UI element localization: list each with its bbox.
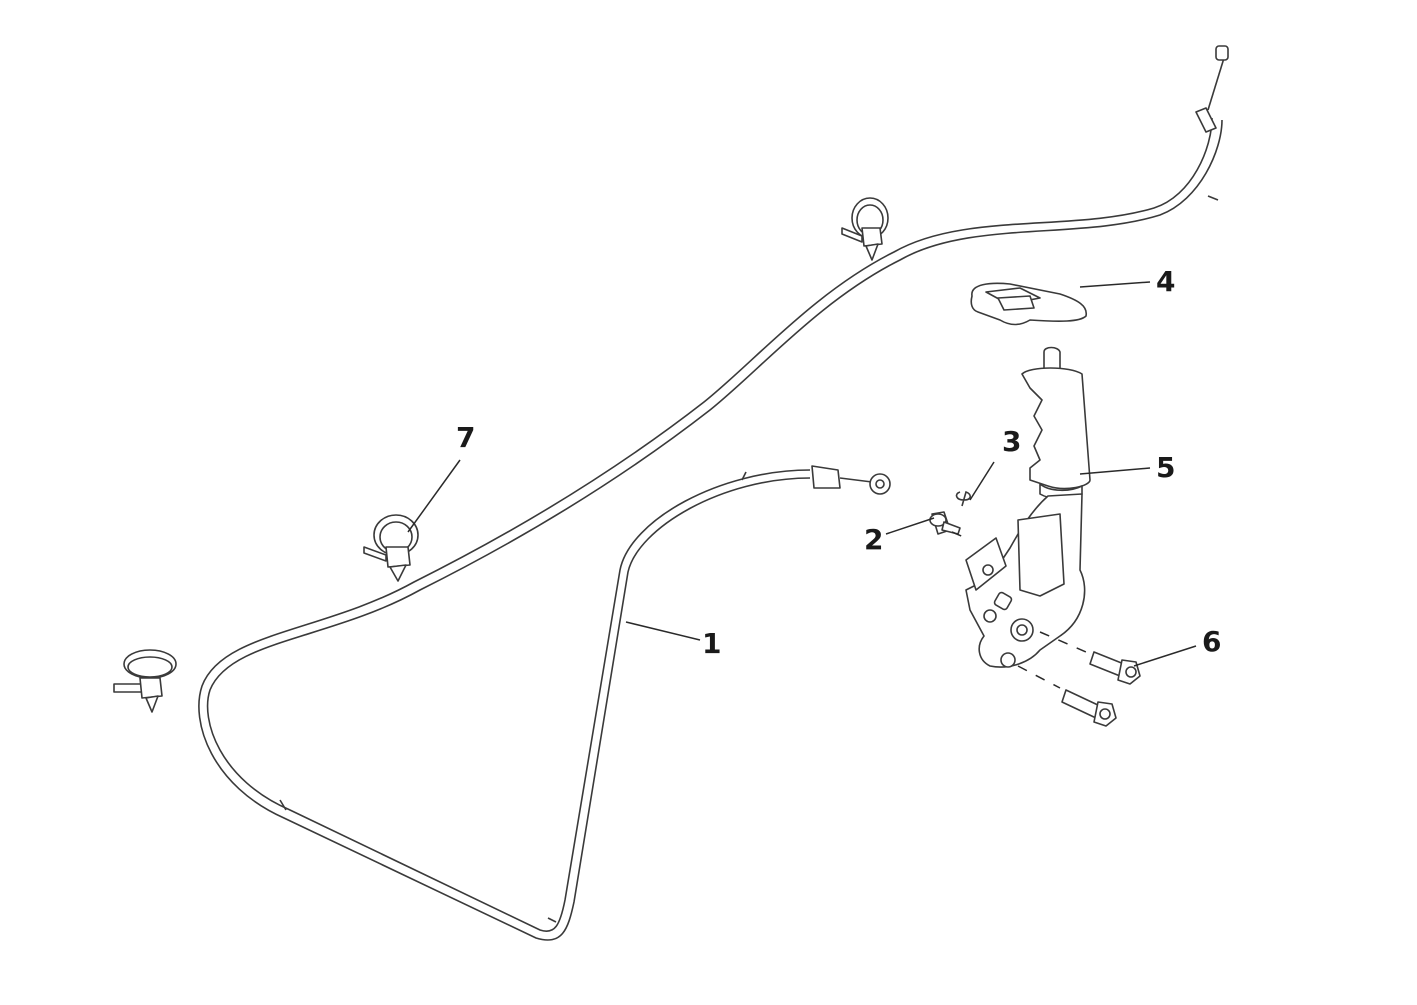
callout-6: 6 (1202, 625, 1222, 658)
leader-line-2 (885, 517, 935, 535)
cable-marker (279, 799, 287, 811)
bolt (1061, 689, 1117, 727)
lever-handle (1021, 346, 1091, 500)
leader-line-5 (1079, 467, 1151, 475)
callout-3: 3 (1002, 425, 1022, 458)
leader-line-1 (625, 621, 701, 641)
callout-2: 2 (864, 523, 884, 556)
pedal-pad (970, 282, 1087, 326)
cable-end-nipple (1215, 45, 1229, 61)
cable-adjuster (811, 465, 841, 489)
cable-assembly (198, 45, 1229, 941)
leader-line-7 (407, 459, 461, 533)
assembly-axis (1017, 665, 1061, 689)
assembly-axis (951, 531, 967, 539)
leader-line-3 (969, 461, 995, 501)
hose-clamp (363, 514, 419, 582)
retaining-clip (955, 490, 972, 507)
assembly-axis (1039, 631, 1087, 653)
callout-1: 1 (702, 627, 722, 660)
cable-marker (1207, 195, 1219, 201)
callout-5: 5 (1156, 451, 1176, 484)
bolt (1089, 651, 1141, 685)
leader-line-6 (1133, 645, 1197, 667)
leader-line-4 (1079, 281, 1151, 288)
clevis-pin (929, 511, 961, 535)
callout-7: 7 (456, 421, 476, 454)
cable-end-fitting (1195, 107, 1217, 133)
hose-clamp (113, 649, 177, 713)
hose-clamp (841, 197, 889, 261)
callout-4: 4 (1156, 265, 1176, 298)
lever-bracket (965, 493, 1086, 668)
cable-marker (547, 917, 557, 923)
cable-marker (741, 471, 747, 481)
